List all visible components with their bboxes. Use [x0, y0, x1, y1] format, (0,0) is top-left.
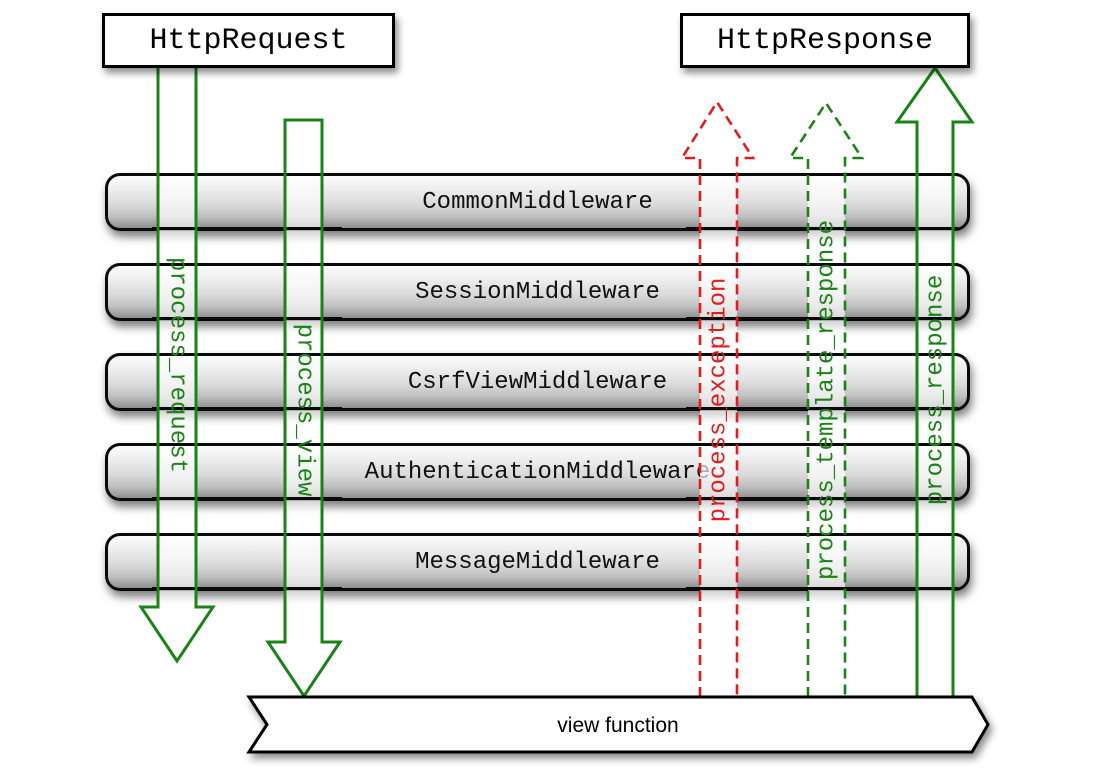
process-view-label: process_view	[290, 323, 318, 497]
http-request-box: HttpRequest	[102, 13, 395, 68]
middleware-label: CsrfViewMiddleware	[407, 368, 668, 396]
view-function-ribbon	[246, 695, 990, 754]
process-response-arrow	[894, 65, 975, 697]
http-request-label: HttpRequest	[149, 23, 348, 58]
process-exception-label: process_exception	[705, 277, 733, 523]
process-template-response-arrow	[787, 100, 865, 697]
http-response-label: HttpResponse	[716, 23, 934, 58]
process-request-arrow	[138, 68, 216, 664]
process-exception-arrow-fill	[682, 102, 753, 697]
view-function-label: view function	[557, 714, 679, 737]
middleware-label: SessionMiddleware	[415, 278, 660, 306]
process-template-response-label: process_template_response	[813, 219, 841, 581]
process-view-arrow	[265, 118, 343, 699]
process-request-label: process_request	[163, 256, 191, 474]
middleware-label: CommonMiddleware	[422, 188, 653, 216]
http-response-box: HttpResponse	[680, 13, 970, 68]
process-exception-arrow	[679, 99, 756, 697]
process-response-label: process_response	[922, 274, 950, 506]
bar-border-overlines	[152, 173, 958, 590]
middleware-label: MessageMiddleware	[415, 548, 660, 576]
process-response-arrow-fill	[897, 68, 972, 697]
middleware-label: AuthenticationMiddleware	[364, 458, 711, 486]
